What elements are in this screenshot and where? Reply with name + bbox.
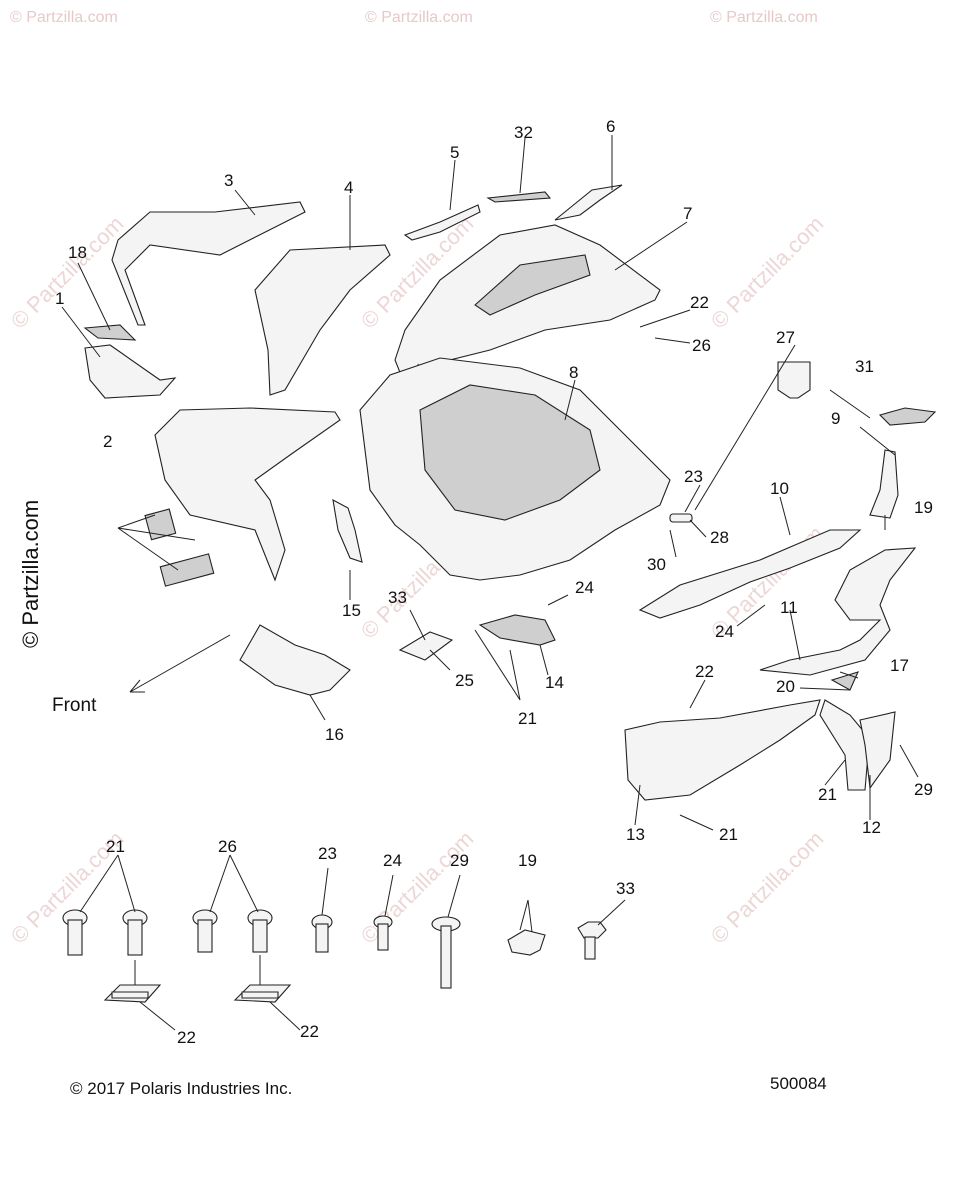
callout-2: 2 <box>103 432 112 451</box>
watermark: © Partzilla.com <box>706 211 829 334</box>
callout-3: 3 <box>224 171 233 190</box>
watermark: © Partzilla.com <box>365 9 473 26</box>
screw-24-icon <box>373 915 393 951</box>
diagram-number: 500084 <box>770 1074 827 1093</box>
callout-29: 29 <box>914 780 933 799</box>
callout-31: 31 <box>855 357 874 376</box>
callout-labels: 1 2 3 4 5 6 7 8 9 10 11 12 13 14 15 16 1… <box>55 117 933 1047</box>
part-7-hood-scoop <box>474 254 591 316</box>
screw-26-icon <box>192 909 273 953</box>
part-16-duct <box>239 624 351 696</box>
callout-17: 17 <box>890 656 909 675</box>
callout-7: 7 <box>683 204 692 223</box>
callout-6: 6 <box>606 117 615 136</box>
callout-8: 8 <box>569 363 578 382</box>
callout-10: 10 <box>770 479 789 498</box>
callout-15: 15 <box>342 601 361 620</box>
part-8-frame-detail <box>419 384 601 521</box>
front-direction-label: Front <box>52 695 97 716</box>
side-copyright: © Partzilla.com <box>18 500 43 648</box>
callout-26: 26 <box>692 336 711 355</box>
watermark: © Partzilla.com <box>356 826 479 949</box>
part-10-tunnel-panel <box>638 529 862 619</box>
watermark: © Partzilla.com <box>710 9 818 26</box>
leader-lines <box>61 135 919 1031</box>
callout-20: 20 <box>776 677 795 696</box>
callout-14: 14 <box>545 673 564 692</box>
part-11-side-panel <box>759 547 917 676</box>
callout-16: 16 <box>325 725 344 744</box>
watermark: © Partzilla.com <box>706 826 829 949</box>
part-15-bracket <box>332 498 363 563</box>
part-31-light <box>878 407 937 426</box>
callout-1: 1 <box>55 289 64 308</box>
part-32-strip <box>486 191 552 203</box>
part-13-lower-panel <box>624 699 821 801</box>
part-5-strip <box>403 204 481 241</box>
callout-32: 32 <box>514 123 533 142</box>
part-4-side-panel <box>254 244 391 396</box>
callout-21: 21 <box>106 837 125 856</box>
part-28-clip <box>669 513 693 523</box>
callout-24: 24 <box>575 578 594 597</box>
callout-33: 33 <box>388 588 407 607</box>
callout-33: 33 <box>616 879 635 898</box>
part-12-trim <box>819 699 876 791</box>
hardware-row <box>62 899 607 1003</box>
callout-28: 28 <box>710 528 729 547</box>
callout-22: 22 <box>690 293 709 312</box>
watermark: © Partzilla.com <box>10 9 118 26</box>
part-6-vent <box>554 184 623 221</box>
callout-9: 9 <box>831 409 840 428</box>
callout-27: 27 <box>776 328 795 347</box>
part-2-pad <box>144 508 177 541</box>
screw-21-icon <box>62 909 148 956</box>
callout-13: 13 <box>626 825 645 844</box>
part-1-vent <box>84 344 177 399</box>
screw-23-icon <box>311 914 333 953</box>
callout-26: 26 <box>218 837 237 856</box>
clip-nut-22-icon <box>103 984 292 1003</box>
callout-21: 21 <box>818 785 837 804</box>
part-14-bracket <box>478 614 556 646</box>
callout-19: 19 <box>518 851 537 870</box>
callout-12: 12 <box>862 818 881 837</box>
callout-21: 21 <box>518 709 537 728</box>
part-2-pad <box>159 553 215 587</box>
part-17-badge <box>830 671 859 691</box>
watermark: © Partzilla.com <box>6 211 129 334</box>
callout-24: 24 <box>715 622 734 641</box>
part-25-plate <box>398 631 454 661</box>
callout-24: 24 <box>383 851 402 870</box>
callout-23: 23 <box>318 844 337 863</box>
callout-22: 22 <box>695 662 714 681</box>
callout-21: 21 <box>719 825 738 844</box>
callout-25: 25 <box>455 671 474 690</box>
clip-19-icon <box>507 899 546 956</box>
callout-23: 23 <box>684 467 703 486</box>
callout-5: 5 <box>450 143 459 162</box>
callout-18: 18 <box>68 243 87 262</box>
callout-19: 19 <box>914 498 933 517</box>
footer-copyright: © 2017 Polaris Industries Inc. <box>70 1079 292 1098</box>
part-18-badge <box>83 324 137 341</box>
part-27-cap <box>777 361 811 399</box>
callout-30: 30 <box>647 555 666 574</box>
callout-11: 11 <box>780 598 798 617</box>
part-12-trim-plate <box>859 711 896 790</box>
callout-22: 22 <box>300 1022 319 1041</box>
callout-22: 22 <box>177 1028 196 1047</box>
callout-29: 29 <box>450 851 469 870</box>
callout-4: 4 <box>344 178 353 197</box>
part-9-trim <box>869 449 899 519</box>
part-2-side-panel <box>154 407 341 582</box>
bolt-33-icon <box>577 921 607 960</box>
bolt-29-icon <box>431 916 461 989</box>
part-3-side-panel <box>111 201 306 326</box>
